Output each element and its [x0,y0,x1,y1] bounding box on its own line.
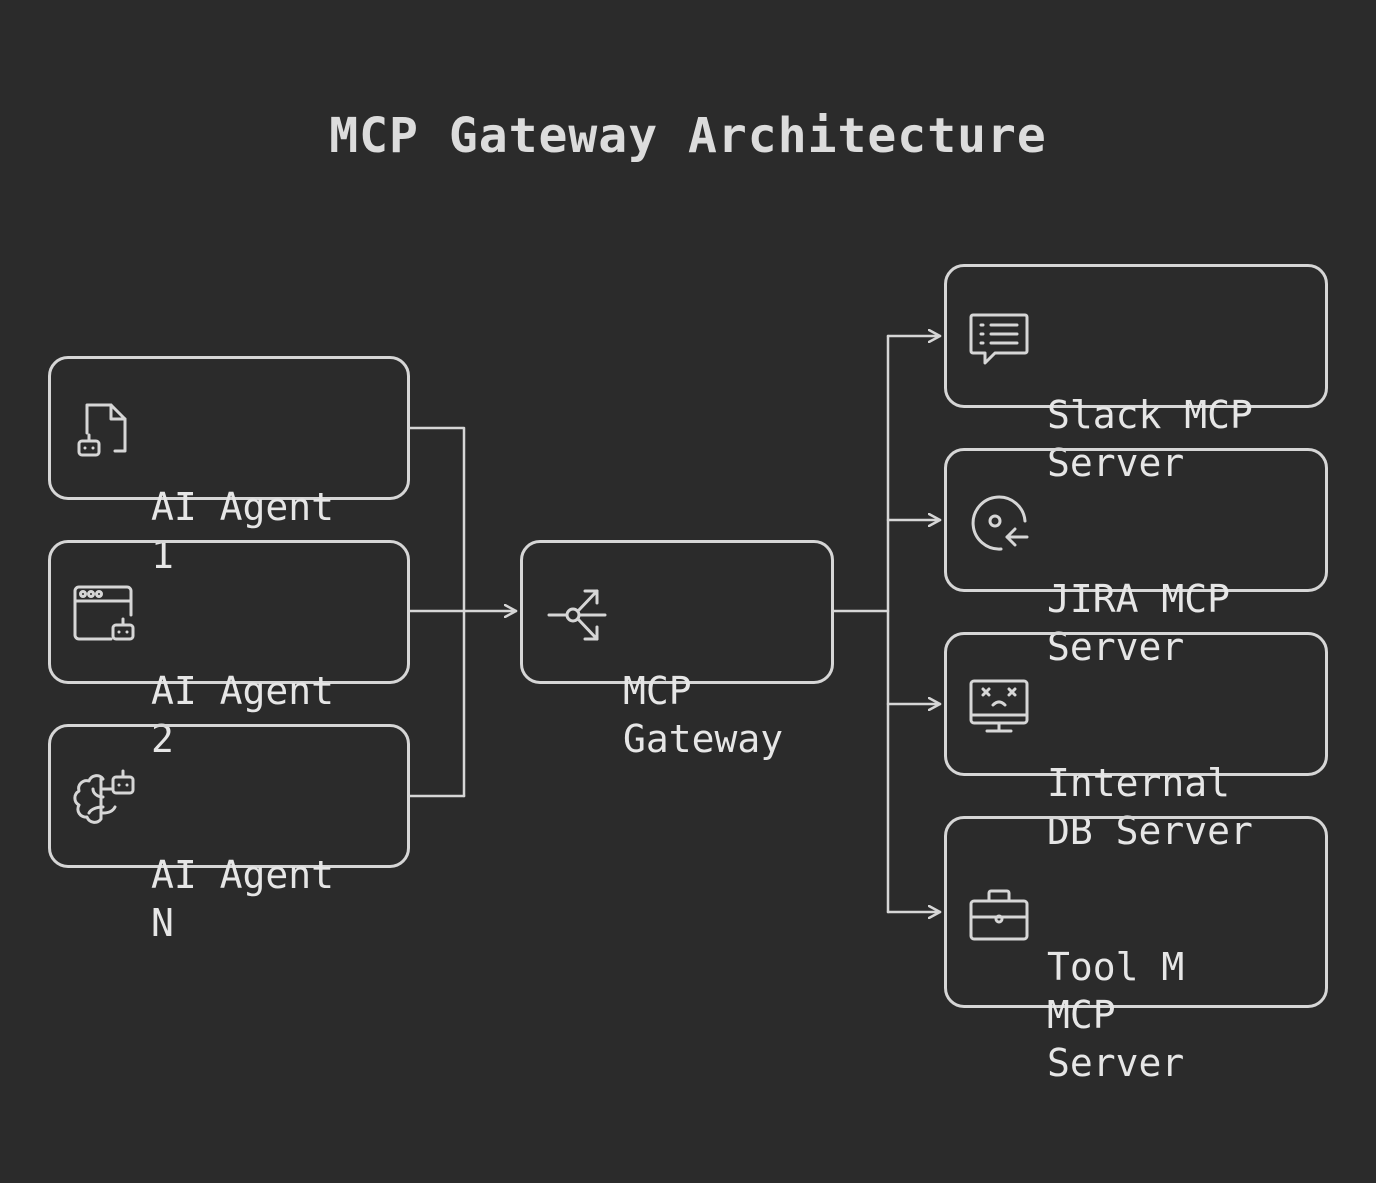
refresh-target-icon [967,491,1031,555]
monitor-error-icon [967,675,1031,739]
connector-lines [408,0,942,1104]
toolbox-icon [967,883,1031,947]
diagram-title: MCP Gateway Architecture [329,108,1047,164]
message-icon [967,307,1031,371]
robot-document-icon [73,399,137,463]
connector-agent-1 [408,426,466,798]
robot-brain-icon [73,767,137,831]
robot-browser-icon [71,581,135,645]
fan-out-icon [545,583,609,647]
